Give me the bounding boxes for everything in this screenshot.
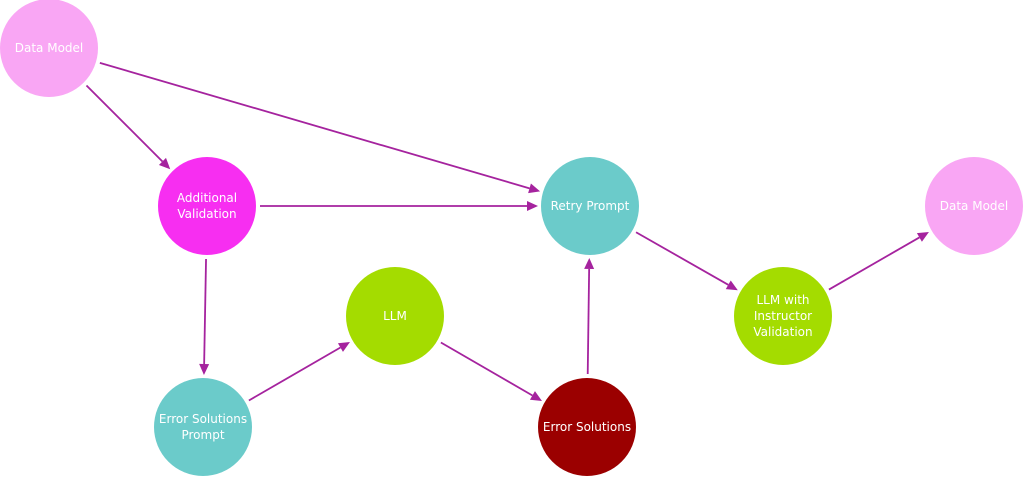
arrowhead [584, 257, 595, 270]
node-circle [346, 267, 444, 365]
edges-layer [85, 61, 929, 402]
node-circle [734, 267, 832, 365]
edge-line [248, 346, 341, 402]
edge-line [203, 258, 207, 365]
node-error-solutions: Error Solutions [538, 378, 636, 476]
node-data-model-end: Data Model [925, 157, 1023, 255]
node-label: Instructor [754, 309, 812, 323]
node-circle [0, 0, 98, 97]
node-circle [154, 378, 252, 476]
edge-line [85, 84, 164, 163]
edge-llm-to-error-solutions [440, 341, 542, 401]
arrowhead [528, 183, 541, 194]
node-circle [158, 157, 256, 255]
node-label: Retry Prompt [551, 199, 630, 213]
edge-data-model-start-to-additional-validation [85, 84, 171, 170]
arrowhead [916, 231, 929, 242]
node-label: Error Solutions [159, 412, 247, 426]
node-retry-prompt: Retry Prompt [541, 157, 639, 255]
node-circle [925, 157, 1023, 255]
edge-line [586, 268, 591, 375]
arrowhead [527, 201, 538, 211]
edge-error-solutions-to-retry-prompt [584, 257, 595, 375]
edge-additional-validation-to-error-solutions-prompt [199, 258, 210, 376]
edge-line [99, 61, 530, 190]
edge-llm-instructor-validation-to-data-model-end [828, 231, 929, 291]
node-label: LLM [383, 309, 407, 323]
node-label: Data Model [15, 41, 84, 55]
arrowhead [158, 157, 171, 170]
edge-line [635, 231, 729, 286]
arrowhead [199, 363, 210, 376]
edge-error-solutions-prompt-to-llm [248, 342, 350, 402]
node-label: LLM with [757, 293, 810, 307]
arrowhead [725, 280, 738, 291]
arrowhead [529, 391, 542, 401]
node-label: Validation [177, 207, 236, 221]
edge-retry-prompt-to-llm-instructor-validation [635, 231, 738, 291]
edge-line [828, 236, 920, 291]
node-label: Prompt [181, 428, 224, 442]
edge-line [440, 341, 533, 397]
node-data-model-start: Data Model [0, 0, 98, 97]
node-circle [541, 157, 639, 255]
edge-data-model-start-to-retry-prompt [99, 61, 541, 194]
node-label: Validation [753, 325, 812, 339]
edge-additional-validation-to-retry-prompt [260, 201, 538, 211]
node-label: Data Model [940, 199, 1009, 213]
arrowhead [337, 342, 350, 352]
node-label: Error Solutions [543, 420, 631, 434]
node-label: Additional [177, 191, 237, 205]
node-llm: LLM [346, 267, 444, 365]
node-circle [538, 378, 636, 476]
